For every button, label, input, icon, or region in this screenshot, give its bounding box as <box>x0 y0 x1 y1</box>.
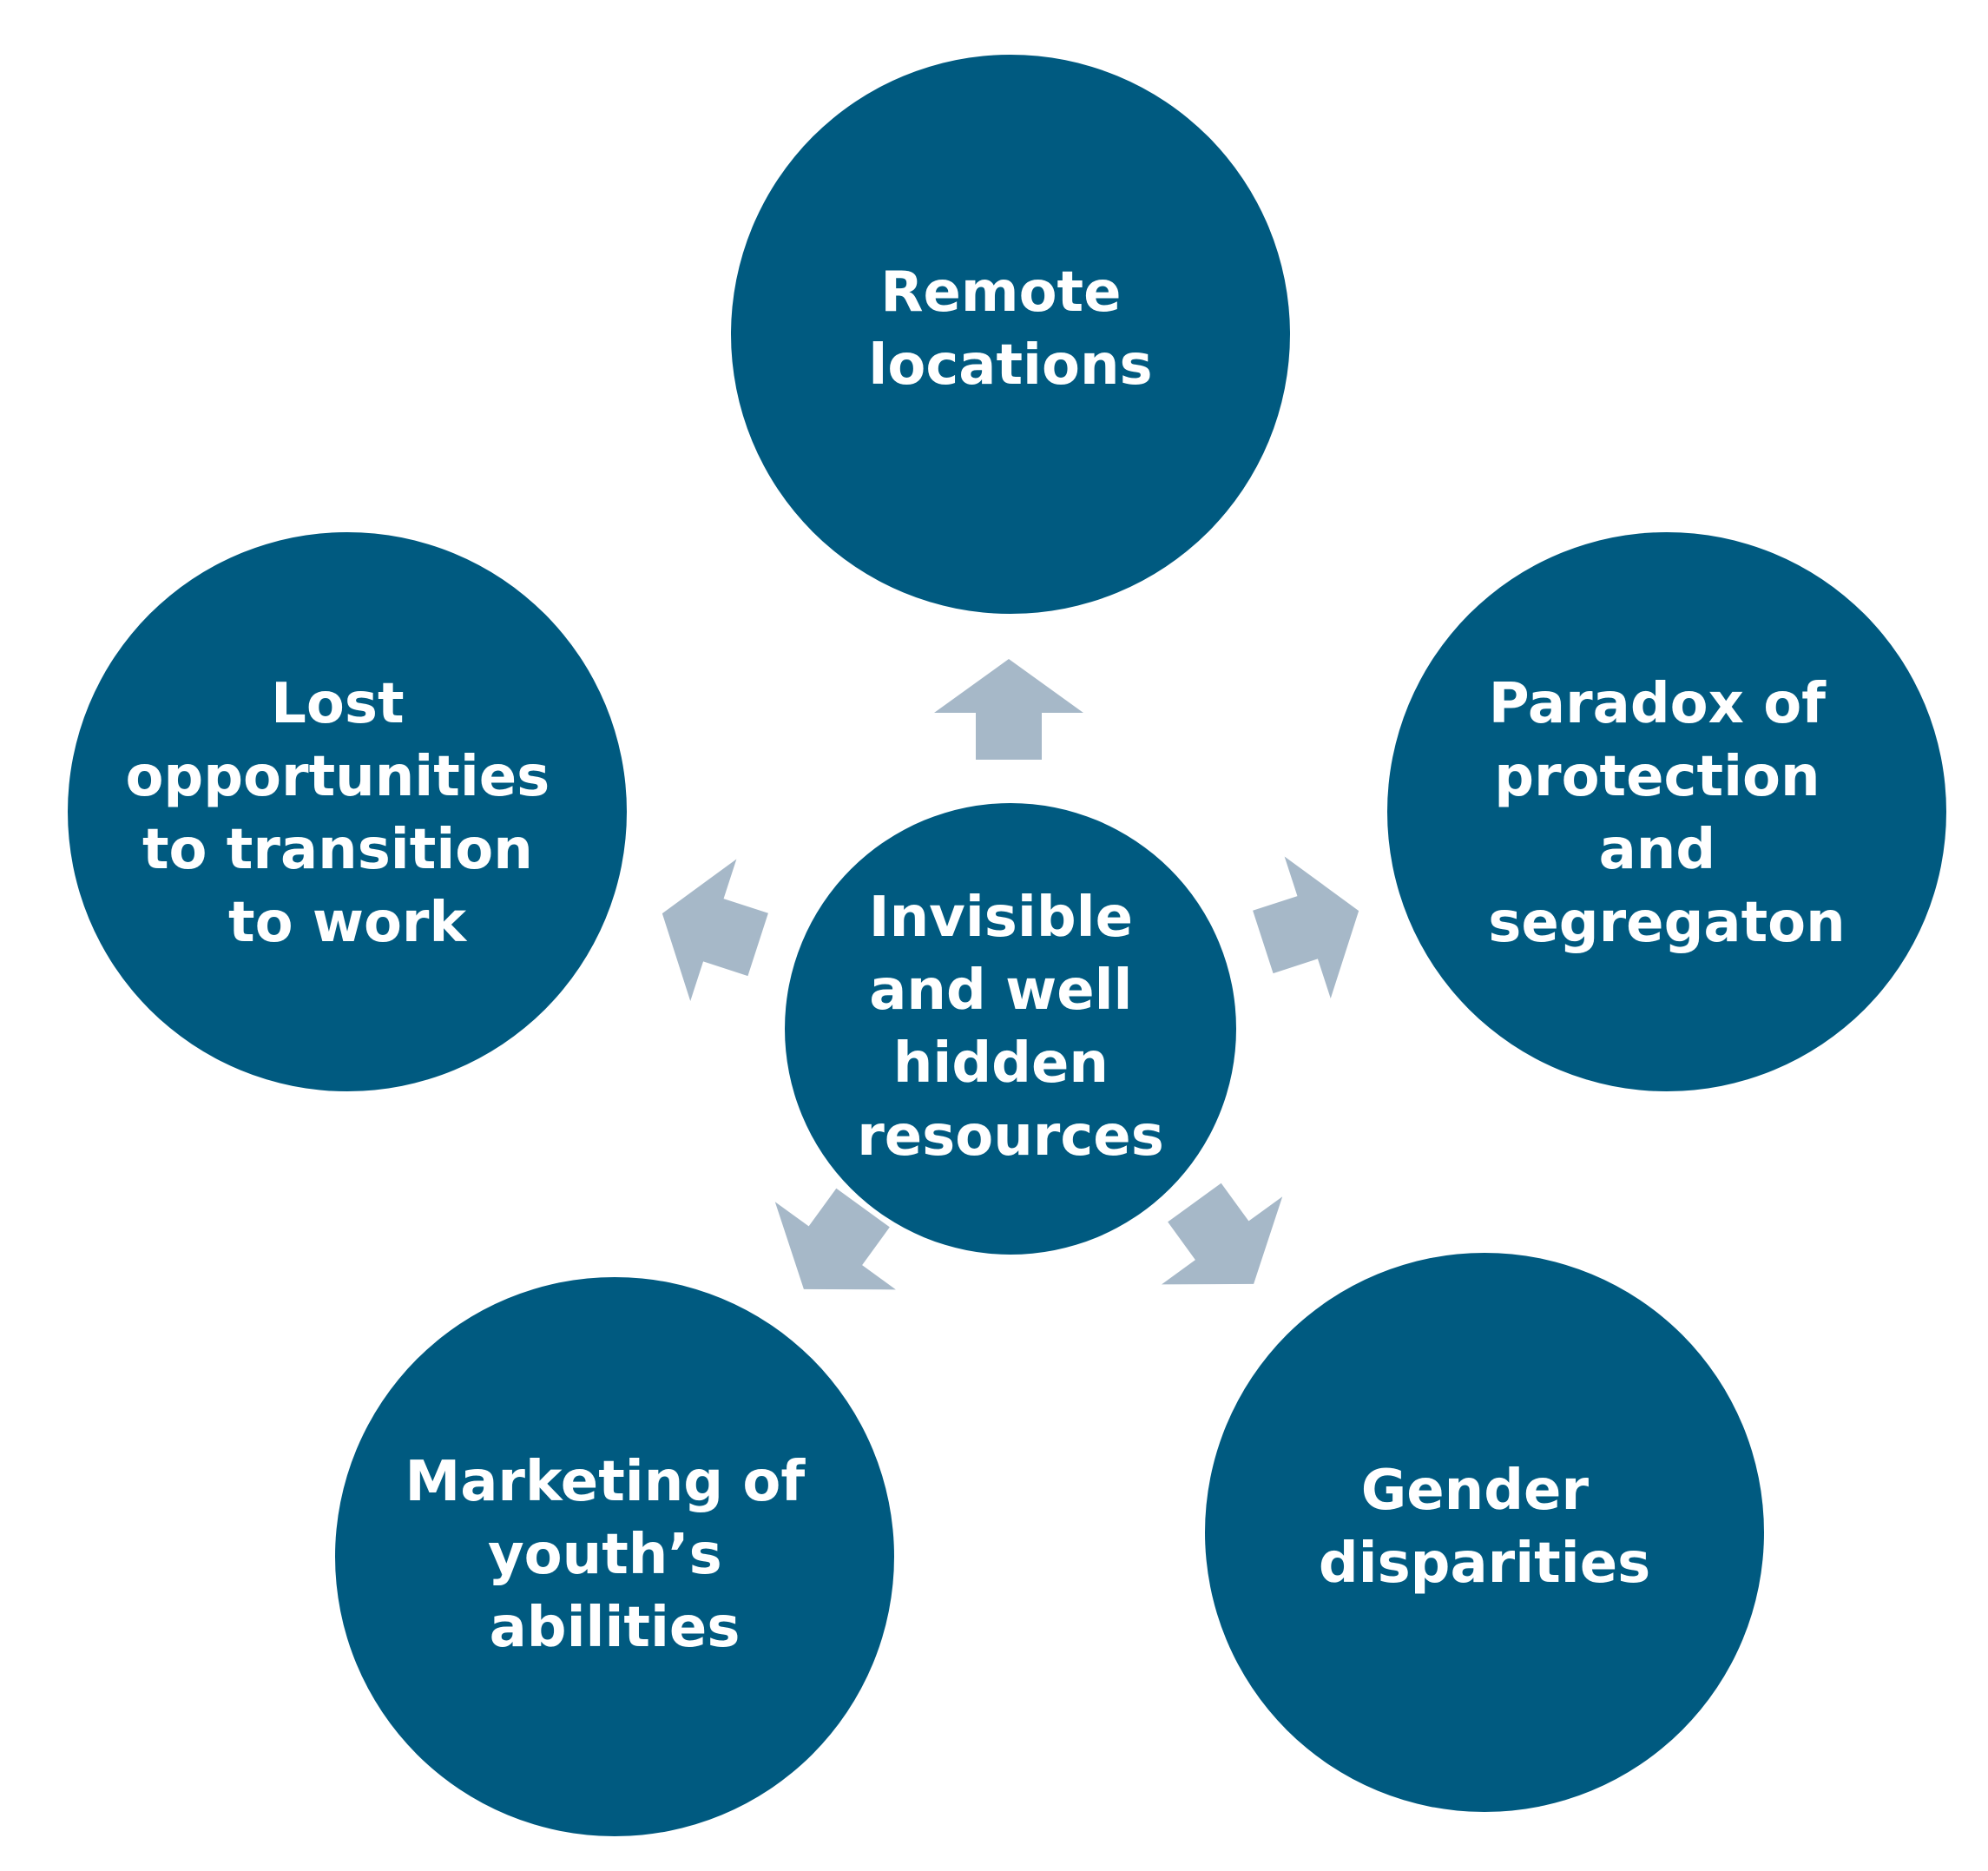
node-gender-disparities: Gender disparities <box>1205 1253 1764 1812</box>
node-label-line: and <box>1599 818 1716 882</box>
node-label-line: youth’s <box>488 1523 722 1587</box>
node-circle <box>1205 1253 1764 1812</box>
node-label-line: to transition <box>142 818 533 882</box>
center-label: Invisible and well hidden resources <box>857 886 1164 1169</box>
arrow-to-gender-disparities <box>1162 1183 1283 1285</box>
node-label-line: abilities <box>490 1596 741 1660</box>
center-label-line: Invisible <box>869 886 1133 950</box>
arrow-to-paradox-of-protection <box>1253 856 1359 999</box>
node-circle <box>731 55 1290 614</box>
node-label-line: protection <box>1494 745 1820 809</box>
node-label-line: Lost <box>271 672 404 736</box>
arrow-to-marketing-of-youths-abilities <box>774 1188 896 1290</box>
arrow-to-lost-opportunities <box>662 859 768 1002</box>
node-label-line: opportunities <box>125 745 550 809</box>
node-label-line: Marketing of <box>405 1450 806 1514</box>
node-label: Marketing of youth’s abilities <box>405 1450 825 1660</box>
node-label-line: Paradox of <box>1489 672 1827 736</box>
node-label-line: Gender <box>1361 1459 1590 1523</box>
arrow-to-remote-locations <box>934 659 1083 760</box>
arrows <box>662 659 1359 1290</box>
node-label-line: Remote <box>880 260 1121 325</box>
center-label-line: resources <box>857 1104 1164 1169</box>
center-label-line: hidden <box>893 1031 1109 1096</box>
node-label-line: to work <box>228 891 468 955</box>
node-label-line: segregaton <box>1488 891 1845 955</box>
center-label-line: and well <box>869 959 1132 1023</box>
node-paradox-of-protection: Paradox of protection and segregaton <box>1387 532 1946 1091</box>
node-circle <box>1387 532 1946 1091</box>
node-label: Paradox of protection and segregaton <box>1488 672 1845 955</box>
node-label-line: locations <box>868 333 1152 398</box>
node-label: Lost opportunities to transition to work <box>125 672 569 955</box>
center-node: Invisible and well hidden resources <box>785 803 1236 1255</box>
node-marketing-of-youths-abilities: Marketing of youth’s abilities <box>335 1277 894 1836</box>
node-circle <box>335 1277 894 1836</box>
node-circle <box>68 532 627 1091</box>
node-label: Gender disparities <box>1319 1459 1650 1596</box>
node-label-line: disparities <box>1319 1532 1650 1596</box>
node-remote-locations: Remote locations <box>731 55 1290 614</box>
node-lost-opportunities: Lost opportunities to transition to work <box>68 532 627 1091</box>
node-label: Remote locations <box>868 260 1152 398</box>
center-circle <box>785 803 1236 1255</box>
